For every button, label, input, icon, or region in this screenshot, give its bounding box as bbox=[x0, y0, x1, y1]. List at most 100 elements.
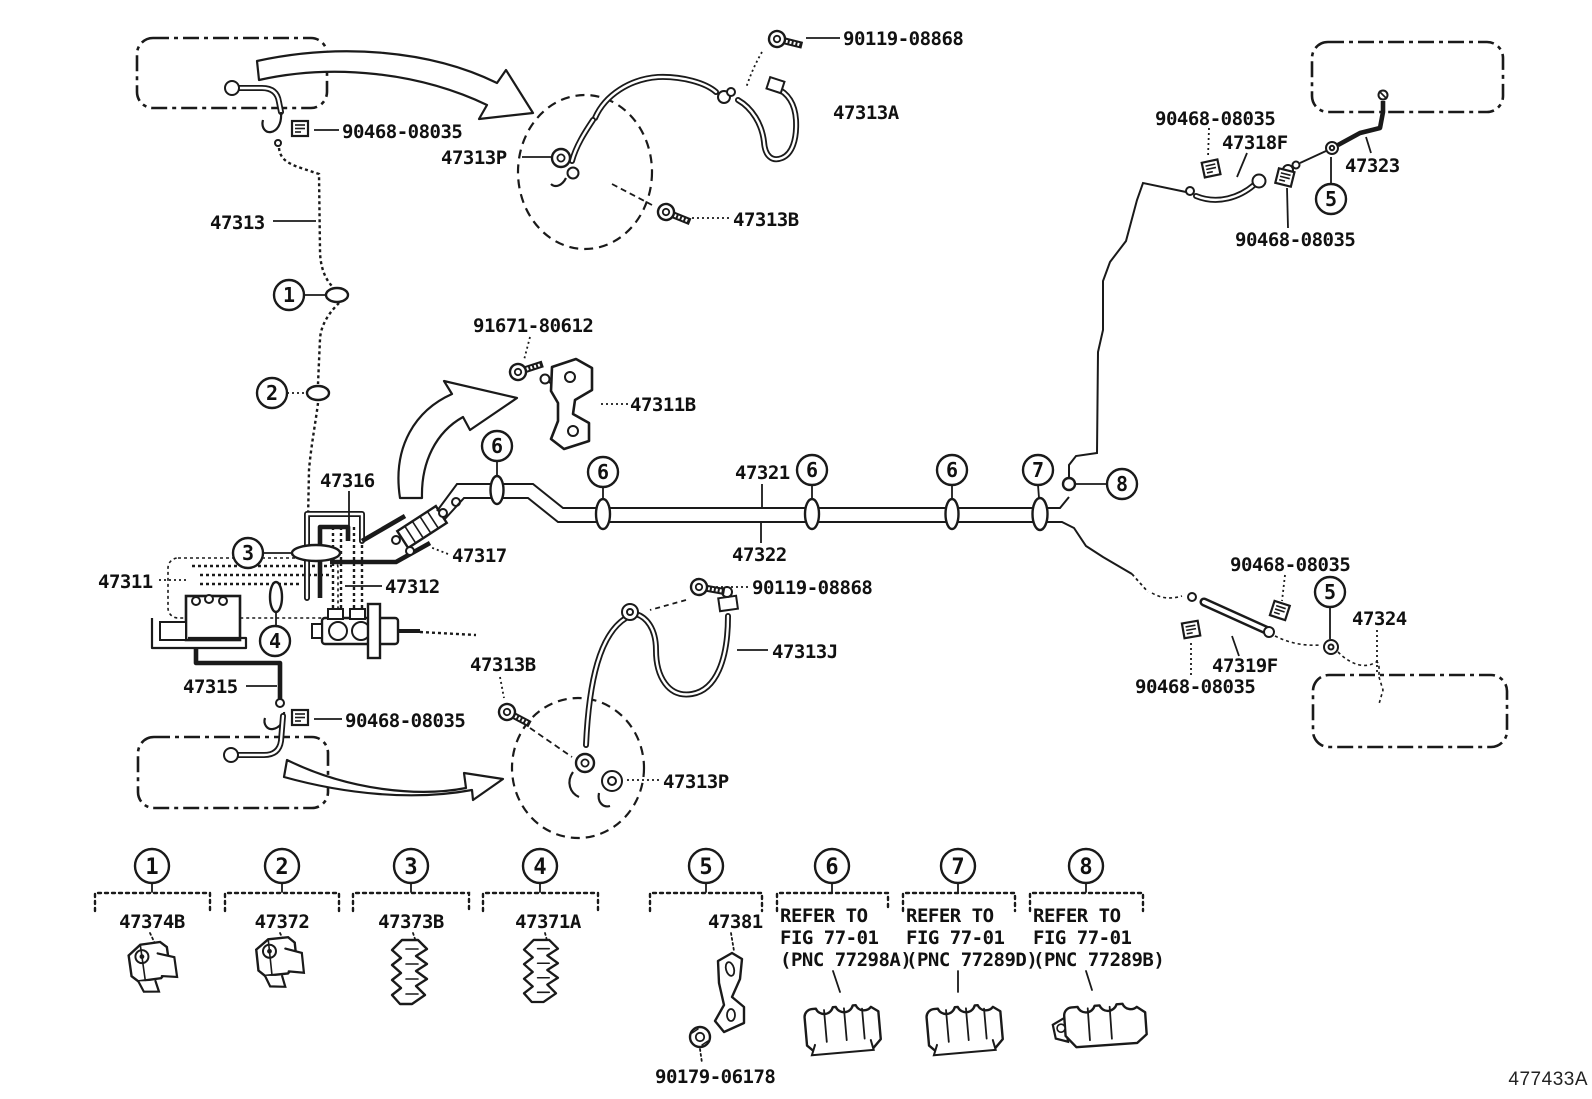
legend-6-line2: FIG 77-01 bbox=[780, 927, 879, 949]
tube-clip-icon bbox=[290, 708, 310, 727]
label-47321: 47321 bbox=[735, 462, 790, 484]
detail-ellipse-top bbox=[516, 93, 654, 251]
callout-6a bbox=[480, 429, 514, 506]
legend-2-part: 47372 bbox=[255, 911, 310, 933]
label-47313j: 47313J bbox=[772, 641, 838, 663]
legend-item-1: 1 47374B bbox=[93, 847, 212, 997]
label-90119-top: 90119-08868 bbox=[843, 28, 963, 50]
legend-7-number: 7 bbox=[951, 855, 964, 880]
hose-hook bbox=[261, 111, 283, 134]
legend-8-number: 8 bbox=[1079, 855, 1092, 880]
junction-47317-group bbox=[391, 497, 461, 556]
label-47316: 47316 bbox=[320, 470, 375, 492]
tube-47315 bbox=[193, 648, 283, 700]
tube-47322 bbox=[443, 497, 1133, 575]
body-outline-top-right bbox=[1310, 40, 1505, 114]
bracket-47311b-group bbox=[508, 336, 628, 451]
legend-item-5: 5 47381 90179-06178 bbox=[648, 847, 776, 1088]
legend-item-8: 8 REFER TO FIG 77-01 (PNC 77289B) bbox=[1028, 847, 1165, 1050]
legend-3-number: 3 bbox=[404, 855, 417, 880]
bolt-47313b-icon bbox=[656, 202, 694, 230]
label-47313b-top: 47313B bbox=[733, 209, 799, 231]
legend-8-line1: REFER TO bbox=[1033, 905, 1121, 927]
legend-1-part: 47374B bbox=[119, 911, 185, 933]
callout-6c-number: 6 bbox=[806, 458, 818, 482]
legend-4-number: 4 bbox=[533, 855, 546, 880]
tube-riser-right bbox=[1068, 181, 1187, 490]
right-mid-group bbox=[1151, 574, 1384, 705]
front-hose-detail-top bbox=[516, 29, 840, 251]
zoom-arrow-middle bbox=[397, 379, 519, 500]
callout-4 bbox=[258, 580, 292, 658]
legend-item-2: 2 47372 bbox=[223, 847, 341, 991]
legend-4-part: 47371A bbox=[515, 911, 582, 933]
label-clip-top-right-2: 90468-08035 bbox=[1235, 229, 1355, 251]
clamp-drawing-1 bbox=[126, 939, 180, 997]
label-clip-bottom-left: 90468-08035 bbox=[345, 710, 465, 732]
hose-end-ring bbox=[224, 80, 240, 96]
label-clip-mid-right-1: 90468-08035 bbox=[1230, 554, 1350, 576]
legend-1-number: 1 bbox=[145, 855, 158, 880]
zoom-arrow-bottom bbox=[282, 758, 505, 802]
callout-1-number: 1 bbox=[283, 283, 295, 307]
top-right-group bbox=[1185, 89, 1389, 229]
clamp-drawing-6 bbox=[802, 1002, 883, 1057]
label-47313p-bottom: 47313P bbox=[663, 771, 729, 793]
label-47323: 47323 bbox=[1345, 155, 1400, 177]
legend-8-line2: FIG 77-01 bbox=[1033, 927, 1132, 949]
legend-5-number: 5 bbox=[699, 855, 712, 880]
label-47315: 47315 bbox=[183, 676, 238, 698]
rear-hose-detail-bottom bbox=[496, 615, 659, 840]
hose-47313j-group bbox=[621, 578, 768, 698]
clamp-drawing-3 bbox=[390, 938, 429, 1006]
label-90119-bottom: 90119-08868 bbox=[752, 577, 872, 599]
legend-6-line3: (PNC 77298A) bbox=[780, 949, 911, 971]
tube-47321 bbox=[436, 483, 1070, 512]
top-left-hose-group bbox=[224, 80, 339, 147]
grommet-icon bbox=[550, 147, 572, 169]
tube-47313-rear bbox=[277, 147, 340, 560]
tube-clip-icon bbox=[1268, 599, 1291, 622]
label-clip-top-right-1: 90468-08035 bbox=[1155, 108, 1275, 130]
callout-1 bbox=[272, 278, 350, 312]
legend-item-4: 4 47371A bbox=[481, 847, 600, 1004]
label-47322: 47322 bbox=[732, 544, 787, 566]
legend: 1 47374B 2 47372 3 47373B bbox=[93, 847, 1165, 1088]
master-cylinder-group bbox=[311, 527, 477, 660]
legend-8-line3: (PNC 77289B) bbox=[1033, 949, 1164, 971]
legend-item-3: 3 47373B bbox=[351, 847, 471, 1006]
callout-7 bbox=[1021, 453, 1055, 532]
main-tubes-group bbox=[436, 181, 1187, 593]
label-47318f: 47318F bbox=[1222, 132, 1288, 154]
nut-icon bbox=[688, 1025, 712, 1049]
grommet-icon bbox=[574, 752, 596, 774]
legend-3-part: 47373B bbox=[378, 911, 444, 933]
legend-2-number: 2 bbox=[275, 855, 288, 880]
label-47324: 47324 bbox=[1352, 608, 1407, 630]
callout-5a bbox=[1314, 157, 1348, 216]
zoom-arrow-top bbox=[255, 50, 535, 121]
figure-code: 477433A bbox=[1508, 1069, 1588, 1090]
tube-clip-icon bbox=[1200, 158, 1222, 179]
callout-6b bbox=[586, 455, 620, 531]
legend-6-number: 6 bbox=[825, 855, 838, 880]
clamp-drawing-8 bbox=[1050, 1001, 1149, 1050]
label-90179: 90179-06178 bbox=[655, 1066, 775, 1088]
clamp-drawing-2 bbox=[254, 934, 307, 991]
label-clip-mid-right-2: 90468-08035 bbox=[1135, 676, 1255, 698]
callout-2-number: 2 bbox=[266, 381, 278, 405]
legend-7-line3: (PNC 77289D) bbox=[906, 949, 1037, 971]
body-outline-top-left bbox=[135, 36, 329, 110]
hose-47313a bbox=[735, 85, 800, 163]
bolt-47313b-icon bbox=[496, 701, 534, 731]
label-47313: 47313 bbox=[210, 212, 265, 234]
label-47319f: 47319F bbox=[1212, 655, 1278, 677]
bracket-47311b-shape bbox=[549, 357, 594, 451]
callout-2 bbox=[255, 376, 331, 410]
body-outline-bottom-left bbox=[136, 735, 330, 810]
callout-4-number: 4 bbox=[269, 629, 281, 653]
body-outline-bottom-right bbox=[1311, 673, 1509, 749]
tube-clip-icon bbox=[1180, 619, 1202, 640]
callout-6d bbox=[935, 453, 969, 531]
